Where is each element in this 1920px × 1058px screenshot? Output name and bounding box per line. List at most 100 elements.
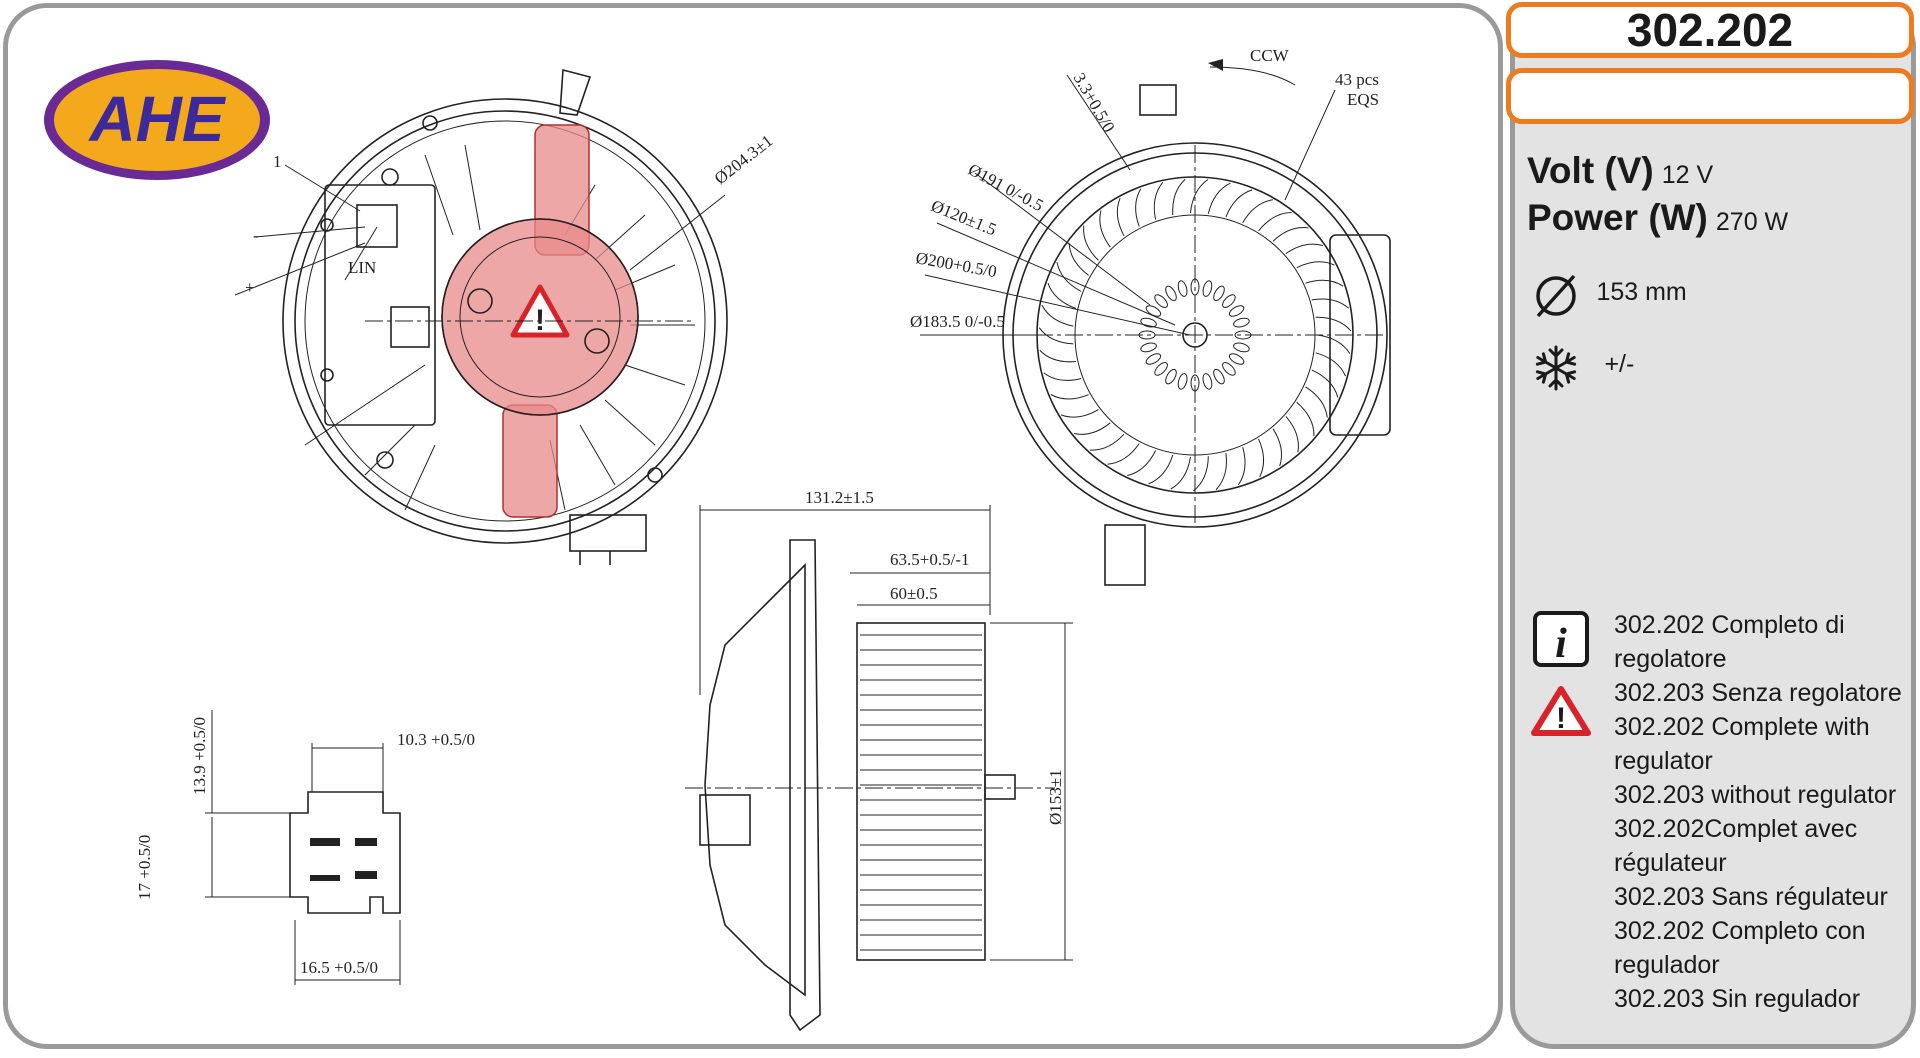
info-icon: i bbox=[1532, 610, 1590, 673]
power-label: Power (W) bbox=[1527, 197, 1708, 238]
climate-spec: +/- bbox=[1532, 344, 1634, 392]
impeller-blade bbox=[1285, 243, 1323, 255]
svg-text:Ø200+0.5/0: Ø200+0.5/0 bbox=[914, 248, 998, 281]
impeller-blade bbox=[1315, 352, 1346, 377]
impeller-blade bbox=[1116, 198, 1125, 237]
impeller-blade bbox=[1172, 178, 1186, 216]
note-item: 302.203 Senza regolatore bbox=[1614, 679, 1902, 707]
hub-hole bbox=[1202, 373, 1213, 390]
power-spec: Power (W)270 W bbox=[1527, 197, 1788, 239]
svg-text:63.5+0.5/-1: 63.5+0.5/-1 bbox=[890, 550, 969, 569]
hub-hole bbox=[1233, 342, 1250, 353]
impeller-blade bbox=[1305, 386, 1328, 418]
svg-text:13.9 +0.5/0: 13.9 +0.5/0 bbox=[190, 717, 209, 795]
impeller-blade bbox=[1047, 282, 1077, 309]
impeller-blade bbox=[1316, 334, 1351, 354]
impeller-blade bbox=[1135, 188, 1142, 227]
impeller-blade bbox=[1127, 450, 1157, 477]
svg-text:Ø153±1: Ø153±1 bbox=[1046, 769, 1065, 825]
note-item: 302.202 Completo con regulador bbox=[1614, 917, 1866, 979]
impeller-blade bbox=[1296, 401, 1315, 437]
impeller-blade bbox=[1272, 227, 1309, 242]
impeller-blade bbox=[1237, 447, 1246, 486]
drawing-panel: AHE ! bbox=[3, 3, 1503, 1049]
sub-label-box bbox=[1506, 68, 1914, 124]
logo-text: AHE bbox=[87, 83, 226, 155]
impeller-blade bbox=[1242, 199, 1273, 223]
volt-label: Volt (V) bbox=[1527, 150, 1654, 191]
hub-hole bbox=[1165, 368, 1177, 385]
impeller-blade bbox=[1190, 179, 1209, 214]
hub-hole bbox=[1222, 294, 1236, 308]
impeller-blade bbox=[1073, 422, 1111, 435]
hub-hole bbox=[1177, 373, 1188, 390]
power-value: 270 W bbox=[1715, 208, 1789, 236]
svg-text:Ø191 0/-0.5: Ø191 0/-0.5 bbox=[965, 160, 1046, 215]
hub-hole bbox=[1202, 280, 1213, 297]
front-view: ! 1 - + LIN Ø204.3±1 bbox=[234, 68, 777, 565]
hub-hole bbox=[1165, 285, 1177, 302]
part-number: 302.202 bbox=[1626, 4, 1794, 56]
impeller-blade bbox=[1043, 372, 1082, 381]
note-item: 302.202Complet avec régulateur bbox=[1614, 815, 1858, 877]
impeller-blade bbox=[1296, 261, 1335, 269]
hub-hole bbox=[1233, 317, 1250, 328]
note-item: 302.203 Sans régulateur bbox=[1614, 883, 1888, 911]
impeller-blade bbox=[1083, 225, 1099, 261]
impeller-blade bbox=[1148, 454, 1174, 485]
note-item: 302.202 Complete with regulator bbox=[1614, 713, 1870, 775]
impeller-blade bbox=[1099, 210, 1111, 248]
svg-text:Ø120±1.5: Ø120±1.5 bbox=[929, 196, 999, 239]
rear-view: CCW 43 pcs EQS 3.3+0.5/0 Ø191 0/-0.5 Ø12… bbox=[910, 46, 1391, 586]
svg-text:!: ! bbox=[1556, 702, 1566, 735]
note-item: 302.203 without regulator bbox=[1614, 781, 1897, 809]
impeller-blade bbox=[1272, 428, 1282, 467]
notes-list: 302.202 Completo di regolatore 302.203 S… bbox=[1614, 608, 1914, 1016]
impeller-blade bbox=[1193, 456, 1209, 492]
svg-text:LIN: LIN bbox=[348, 258, 376, 277]
warning-icon: ! bbox=[1530, 684, 1592, 743]
svg-text:10.3 +0.5/0: 10.3 +0.5/0 bbox=[397, 730, 475, 749]
hub-hole bbox=[1228, 353, 1245, 365]
svg-text:60±0.5: 60±0.5 bbox=[890, 584, 938, 603]
svg-text:16.5 +0.5/0: 16.5 +0.5/0 bbox=[300, 958, 378, 977]
hub-hole bbox=[1145, 353, 1162, 365]
volt-spec: Volt (V)12 V bbox=[1527, 150, 1713, 192]
svg-text:Ø204.3±1: Ø204.3±1 bbox=[711, 131, 777, 188]
impeller-blade bbox=[1258, 438, 1265, 478]
impeller-blade bbox=[1311, 298, 1350, 309]
diameter-spec: 153 mm bbox=[1532, 272, 1687, 320]
impeller-blade bbox=[1107, 443, 1140, 465]
hub-hole bbox=[1154, 294, 1168, 308]
volt-value: 12 V bbox=[1661, 161, 1714, 189]
diameter-value: 153 mm bbox=[1596, 278, 1687, 307]
ahe-logo: AHE bbox=[44, 60, 270, 180]
svg-text:-: - bbox=[253, 226, 259, 245]
svg-text:17 +0.5/0: 17 +0.5/0 bbox=[135, 835, 154, 900]
svg-text:EQS: EQS bbox=[1347, 90, 1379, 109]
impeller-blade bbox=[1207, 182, 1231, 214]
impeller-blade bbox=[1285, 416, 1299, 453]
impeller-blade bbox=[1089, 433, 1125, 451]
svg-text:3.3+0.5/0: 3.3+0.5/0 bbox=[1070, 70, 1119, 136]
hub-hole bbox=[1154, 362, 1168, 376]
svg-text:Ø183.5 0/-0.5: Ø183.5 0/-0.5 bbox=[910, 312, 1005, 331]
hub-hole bbox=[1140, 342, 1157, 353]
impeller-blade bbox=[1215, 452, 1227, 490]
impeller-blade bbox=[1258, 212, 1292, 232]
connector-detail: 10.3 +0.5/0 13.9 +0.5/0 17 +0.5/0 16.5 +… bbox=[135, 710, 475, 985]
hub-hole bbox=[1140, 317, 1157, 328]
impeller-blade bbox=[1225, 189, 1253, 218]
snowflake-icon bbox=[1533, 345, 1579, 391]
side-view: 131.2±1.5 63.5+0.5/-1 60±0.5 Ø153±1 bbox=[685, 488, 1073, 1032]
svg-text:i: i bbox=[1555, 621, 1567, 667]
hub-hole bbox=[1213, 285, 1225, 302]
diameter-icon bbox=[1536, 274, 1576, 318]
svg-text:131.2±1.5: 131.2±1.5 bbox=[805, 488, 874, 507]
svg-text:1: 1 bbox=[273, 152, 282, 171]
impeller-blade bbox=[1039, 350, 1076, 363]
part-number-box: 302.202 bbox=[1506, 2, 1914, 58]
note-item: 302.202 Completo di regolatore bbox=[1614, 611, 1845, 673]
impeller-blade bbox=[1305, 279, 1344, 287]
impeller-blade bbox=[1315, 316, 1352, 332]
